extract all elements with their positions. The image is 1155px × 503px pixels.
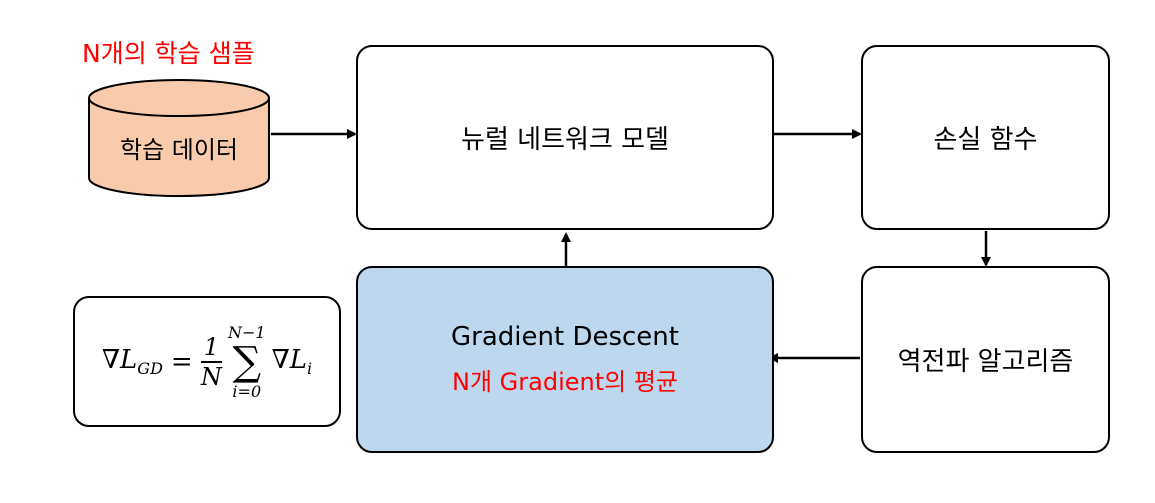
training-data-label: 학습 데이터 [119, 136, 239, 164]
gd-subtitle: N개 Gradient의 평균 [452, 368, 678, 396]
lhs-gradient: ∇LGD [101, 344, 163, 379]
loss-function-box: 손실 함수 [861, 45, 1110, 230]
gd-title: Gradient Descent [451, 322, 679, 352]
model-label: 뉴럴 네트워크 모델 [461, 125, 669, 155]
backpropagation-box: 역전파 알고리즘 [861, 266, 1110, 453]
loss-label: 손실 함수 [933, 125, 1038, 155]
backprop-label: 역전파 알고리즘 [897, 347, 1074, 377]
database-cylinder-icon [88, 79, 270, 197]
formula-box: ∇LGD = 1 N N−1 ∑ i=0 ∇Li [73, 296, 341, 427]
rhs-gradient: ∇Li [271, 344, 313, 379]
summation: N−1 ∑ i=0 [227, 322, 266, 401]
fraction: 1 N [200, 332, 222, 391]
neural-network-model-box: 뉴럴 네트워크 모델 [356, 45, 774, 230]
gd-formula: ∇LGD = 1 N N−1 ∑ i=0 ∇Li [102, 323, 312, 401]
training-samples-caption: N개의 학습 샘플 [82, 39, 255, 68]
equals-sign: = [170, 346, 193, 377]
gradient-descent-box: Gradient Descent N개 Gradient의 평균 [356, 266, 774, 453]
